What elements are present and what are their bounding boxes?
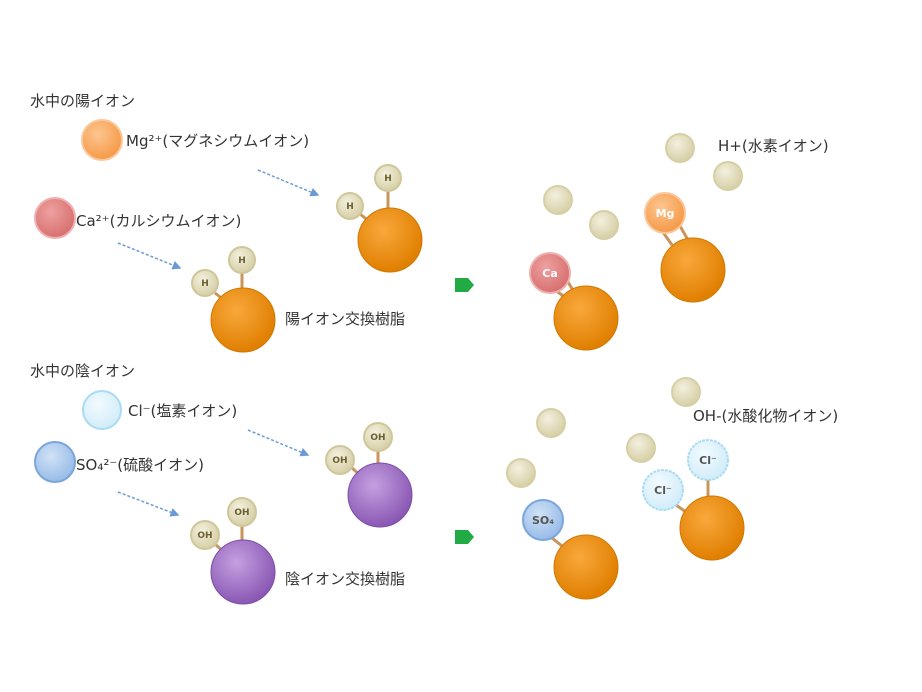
oh-ion-label: OH-(水酸化物イオン) bbox=[693, 407, 838, 425]
svg-text:H: H bbox=[201, 279, 209, 289]
green-arrow-icon bbox=[455, 278, 474, 292]
svg-text:OH: OH bbox=[370, 433, 385, 443]
svg-text:Ca: Ca bbox=[542, 267, 558, 280]
arrow-icon bbox=[247, 429, 310, 457]
so4-ion-label: SO₄²⁻(硫酸イオン) bbox=[76, 456, 204, 474]
anion-resin-label: 陰イオン交換樹脂 bbox=[285, 570, 405, 588]
arrow-icon bbox=[117, 242, 182, 270]
ca-ion-icon bbox=[34, 197, 76, 239]
cation-resin-with-h: H H bbox=[336, 164, 423, 273]
svg-text:H: H bbox=[384, 174, 392, 184]
anion-section-title: 水中の陰イオン bbox=[30, 362, 135, 380]
cation-section-title: 水中の陽イオン bbox=[30, 92, 135, 110]
mg-ion-label: Mg²⁺(マグネシウムイオン) bbox=[126, 132, 309, 150]
released-h-ions bbox=[543, 133, 743, 240]
svg-text:SO₄: SO₄ bbox=[532, 514, 554, 527]
anion-resin-with-oh: OH OH bbox=[190, 497, 276, 605]
svg-text:OH: OH bbox=[332, 456, 347, 466]
resin-with-so4: SO₄ bbox=[522, 499, 619, 600]
released-oh-ions bbox=[506, 377, 701, 488]
ca-ion-label: Ca²⁺(カルシウムイオン) bbox=[76, 212, 241, 230]
resin-with-ca: Ca bbox=[529, 252, 619, 351]
svg-text:Mg: Mg bbox=[656, 207, 675, 220]
arrow-icon bbox=[117, 491, 180, 517]
cl-ion-label: Cl⁻(塩素イオン) bbox=[128, 402, 237, 420]
svg-text:Cl⁻: Cl⁻ bbox=[699, 454, 717, 467]
mg-ion-icon bbox=[81, 119, 123, 161]
anion-resin-with-oh: OH OH bbox=[325, 422, 413, 528]
cation-resin-with-h: H H bbox=[191, 246, 276, 353]
svg-text:H: H bbox=[238, 256, 246, 266]
resin-with-mg: Mg bbox=[644, 192, 726, 303]
svg-text:H: H bbox=[346, 202, 354, 212]
cation-resin-label: 陽イオン交換樹脂 bbox=[285, 310, 405, 328]
resin-with-cl: Cl⁻ Cl⁻ bbox=[642, 439, 745, 561]
h-ion-label: H+(水素イオン) bbox=[718, 137, 829, 155]
cl-ion-icon bbox=[82, 390, 122, 430]
so4-ion-icon bbox=[34, 441, 76, 483]
svg-text:OH: OH bbox=[234, 508, 249, 518]
svg-text:Cl⁻: Cl⁻ bbox=[654, 484, 672, 497]
green-arrow-icon bbox=[455, 530, 474, 544]
arrow-icon bbox=[257, 169, 320, 197]
svg-text:OH: OH bbox=[197, 531, 212, 541]
